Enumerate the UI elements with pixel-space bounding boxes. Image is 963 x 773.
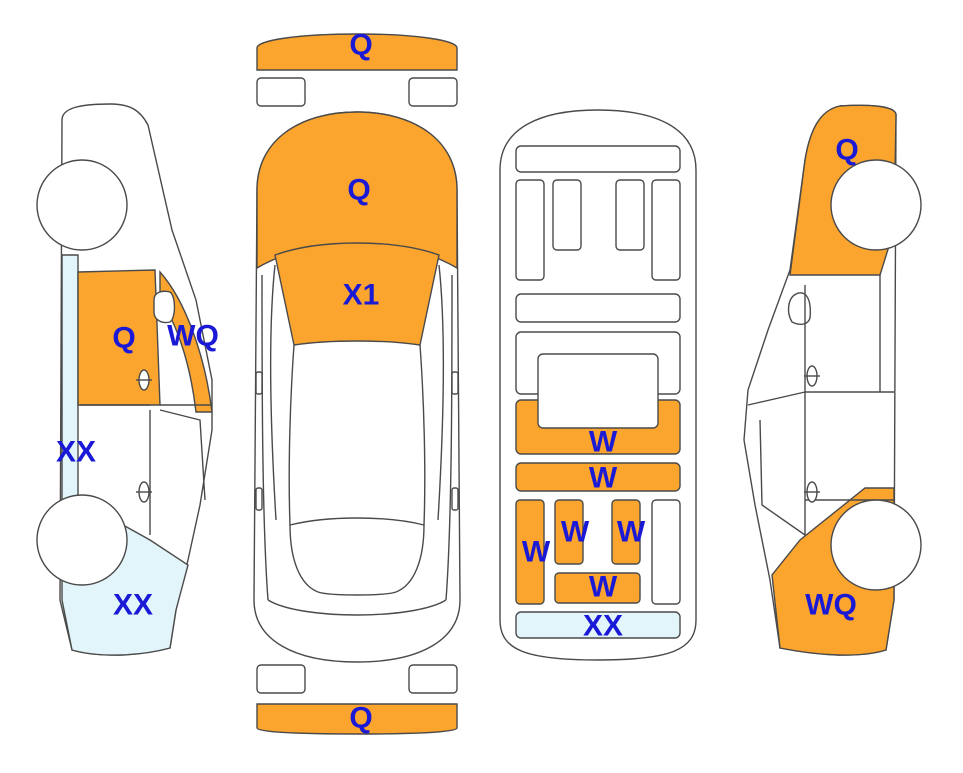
left-mirror (153, 290, 176, 324)
underbody-rear-strip (515, 611, 681, 639)
left-sill-label: XX (56, 436, 96, 469)
left-rear-handle (136, 481, 152, 503)
underbody-panel-5 (611, 499, 641, 565)
left-front-door-label: Q (112, 322, 135, 355)
right-mirror (787, 292, 812, 326)
underbody-panel-1-label: W (589, 426, 618, 459)
rear-right-lamp (408, 664, 458, 694)
right-front-handle (804, 365, 820, 387)
underbody-panel-5-label: W (617, 516, 646, 549)
left-rear-quarter-label: XX (113, 589, 153, 622)
right-rear-wheel (830, 499, 922, 591)
windshield-label: X1 (343, 279, 380, 312)
underbody-rear-strip-label: XX (583, 610, 623, 643)
underbody-view: W W W W W W XX (499, 109, 697, 661)
underbody-panel-3 (515, 499, 545, 605)
left-rear-wheel (36, 494, 128, 586)
windshield-panel (274, 242, 440, 346)
rear-bumper-panel (256, 703, 458, 735)
underbody-center-box (537, 353, 659, 429)
left-a-pillar-label: WQ (167, 320, 219, 353)
rear-left-lamp (256, 664, 306, 694)
left-front-handle (136, 369, 152, 391)
rear-bumper-label: Q (349, 702, 372, 735)
right-front-wheel (830, 159, 922, 251)
left-side-view: Q WQ XX XX (36, 103, 219, 656)
front-left-lamp (256, 77, 306, 107)
underbody-panel-6 (554, 572, 641, 604)
hood-label: Q (347, 174, 370, 207)
top-view: Q Q X1 Q (253, 29, 461, 735)
underbody-panel-3-label: W (522, 536, 551, 569)
front-bumper-label: Q (349, 29, 372, 62)
top-left-mirror (255, 371, 263, 395)
underbody-panel-2 (515, 462, 681, 492)
underbody-panel-6-label: W (589, 571, 618, 604)
underbody-panel-4-label: W (561, 516, 590, 549)
left-front-wheel (36, 159, 128, 251)
right-front-fender-label: Q (835, 134, 858, 167)
right-side-view: Q WQ (743, 104, 922, 656)
top-right-mirror (451, 371, 459, 395)
front-bumper-panel (256, 33, 458, 71)
right-rear-quarter-label: WQ (805, 589, 857, 622)
underbody-panel-2-label: W (589, 462, 618, 495)
front-right-lamp (408, 77, 458, 107)
right-rear-handle (804, 481, 820, 503)
underbody-panel-4 (554, 499, 584, 565)
